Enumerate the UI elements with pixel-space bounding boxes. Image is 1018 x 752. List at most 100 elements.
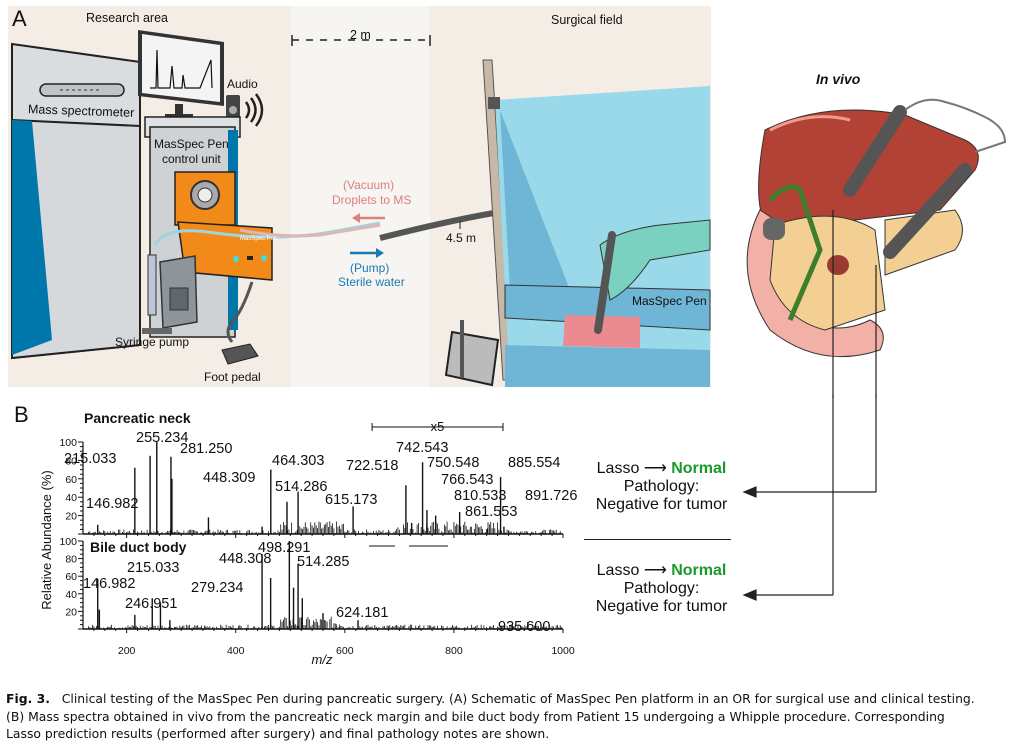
peak-label: 722.518 bbox=[346, 458, 398, 474]
pump-label-line2: Sterile water bbox=[338, 275, 405, 289]
figure-caption: Fig. 3. Clinical testing of the MasSpec … bbox=[6, 690, 1016, 743]
panel-b-letter: B bbox=[14, 402, 29, 427]
peak-label: 885.554 bbox=[508, 455, 560, 471]
peak-label: 514.286 bbox=[275, 479, 327, 495]
distance-gap-area bbox=[290, 6, 430, 387]
x-tick-label: 1000 bbox=[551, 645, 575, 657]
peak-label: 281.250 bbox=[180, 441, 232, 457]
masspec-pen-label: MasSpec Pen bbox=[632, 294, 707, 308]
caption-text-1: Clinical testing of the MasSpec Pen duri… bbox=[61, 691, 975, 706]
spectrum-title: Pancreatic neck bbox=[84, 410, 191, 426]
connector-lines bbox=[832, 210, 877, 398]
pathology-result: Negative for tumor bbox=[595, 598, 728, 615]
syringe-pump-label: Syringe pump bbox=[115, 335, 190, 349]
audio-label: Audio bbox=[227, 77, 258, 91]
peak-label: 279.234 bbox=[191, 580, 243, 596]
syringe-pump-icon bbox=[142, 254, 198, 334]
peak-label: 246.951 bbox=[125, 596, 177, 612]
y-tick-label: 80 bbox=[65, 455, 77, 467]
peak-label: 146.982 bbox=[86, 496, 138, 512]
panel-a-illustration bbox=[11, 30, 1007, 398]
organ-diagram-icon bbox=[746, 98, 1007, 358]
x-axis-label: m/z bbox=[312, 652, 333, 667]
monitor-icon bbox=[138, 30, 224, 118]
vacuum-label-line1: (Vacuum) bbox=[343, 178, 395, 192]
y-axis-label: Relative Abundance (%) bbox=[39, 470, 54, 609]
result-arrows bbox=[742, 395, 877, 601]
pump-label-line1: (Pump) bbox=[350, 261, 390, 275]
pathology-label: Pathology: bbox=[623, 478, 700, 495]
zoom-label: x5 bbox=[431, 419, 445, 434]
x-tick-label: 400 bbox=[227, 645, 245, 657]
device-brand-label: MasSpec Pen bbox=[240, 236, 278, 242]
arrow-left-icon bbox=[742, 589, 757, 601]
result-2: Lasso ⟶ Normal Pathology: Negative for t… bbox=[584, 560, 739, 616]
peak-label: 514.285 bbox=[297, 554, 349, 570]
vacuum-label-line2: Droplets to MS bbox=[332, 193, 412, 207]
panel-a-letter: A bbox=[12, 6, 27, 31]
peak-label: 255.234 bbox=[136, 430, 188, 446]
control-unit-label-line2: control unit bbox=[162, 152, 221, 166]
peak-label: 742.543 bbox=[396, 440, 448, 456]
control-unit-label-line1: MasSpec Pen bbox=[154, 137, 229, 151]
distance-dashed-line bbox=[291, 35, 431, 46]
figure-number: Fig. 3. bbox=[6, 691, 50, 706]
peak-label: 498.291 bbox=[258, 540, 310, 556]
x-tick-label: 200 bbox=[118, 645, 136, 657]
surgical-drape-icon bbox=[482, 59, 711, 387]
caption-line-3: Lasso prediction results (performed afte… bbox=[6, 726, 550, 742]
caption-line-1: Fig. 3. Clinical testing of the MasSpec … bbox=[6, 690, 1016, 708]
peak-label: 215.033 bbox=[127, 560, 179, 576]
x-tick-label: 800 bbox=[445, 645, 463, 657]
hand-holding-pen-icon bbox=[594, 219, 711, 334]
y-tick-label: 20 bbox=[65, 606, 77, 618]
peak-label: 615.173 bbox=[325, 492, 377, 508]
peak-label: 750.548 bbox=[427, 455, 479, 471]
audio-speaker-icon bbox=[226, 93, 264, 127]
peak-label: 448.309 bbox=[203, 470, 255, 486]
peak-label: 464.303 bbox=[272, 453, 324, 469]
pathology-label: Pathology: bbox=[623, 580, 700, 597]
in-vivo-label: In vivo bbox=[816, 71, 861, 87]
result-1: Lasso ⟶ Normal Pathology: Negative for t… bbox=[584, 458, 739, 514]
research-area-label: Research area bbox=[86, 11, 168, 25]
y-tick-label: 80 bbox=[65, 554, 77, 566]
peak-label: 766.543 bbox=[441, 472, 493, 488]
result-2-lasso-line: Lasso ⟶ Normal bbox=[584, 560, 739, 580]
mass-spectrometer-icon bbox=[11, 42, 141, 360]
surgical-field-label: Surgical field bbox=[551, 13, 623, 27]
lasso-label: Lasso bbox=[596, 460, 640, 477]
foot-pedal-icon bbox=[221, 281, 259, 365]
pathology-result: Negative for tumor bbox=[595, 496, 728, 513]
peak-label: 810.533 bbox=[454, 488, 506, 504]
vacuum-arrow-icon bbox=[352, 213, 385, 223]
y-tick-label: 60 bbox=[65, 474, 77, 486]
arrow-left-icon bbox=[742, 486, 757, 498]
peak-label: 891.726 bbox=[525, 488, 577, 504]
instrument-tray-icon bbox=[444, 320, 500, 387]
result-1-lasso-line: Lasso ⟶ Normal bbox=[584, 458, 739, 478]
lasso-label: Lasso bbox=[596, 562, 640, 579]
arrow-right-icon: ⟶ bbox=[643, 460, 667, 477]
y-tick-label: 20 bbox=[65, 511, 77, 523]
x-tick-label: 600 bbox=[336, 645, 354, 657]
results-divider bbox=[584, 539, 731, 540]
peak-label: 935.600 bbox=[498, 619, 550, 635]
peak-label: 448.308 bbox=[219, 551, 271, 567]
y-tick-label: 40 bbox=[65, 589, 77, 601]
peak-label: 215.033 bbox=[64, 451, 116, 467]
spectrum-title: Bile duct body bbox=[90, 539, 187, 555]
y-tick-label: 40 bbox=[65, 492, 77, 504]
y-tick-label: 100 bbox=[59, 536, 77, 548]
peak-label: 861.553 bbox=[465, 504, 517, 520]
prediction-label: Normal bbox=[671, 562, 727, 579]
pump-arrow-icon bbox=[350, 248, 384, 258]
caption-line-2: (B) Mass spectra obtained in vivo from t… bbox=[6, 708, 945, 724]
peak-label: 624.181 bbox=[336, 605, 388, 621]
distance-label: 2 m bbox=[350, 28, 371, 42]
prediction-label: Normal bbox=[671, 460, 727, 477]
arrow-right-icon: ⟶ bbox=[643, 562, 667, 579]
peak-label: 146.982 bbox=[83, 576, 135, 592]
tube-length-label: 4.5 m bbox=[446, 231, 477, 245]
